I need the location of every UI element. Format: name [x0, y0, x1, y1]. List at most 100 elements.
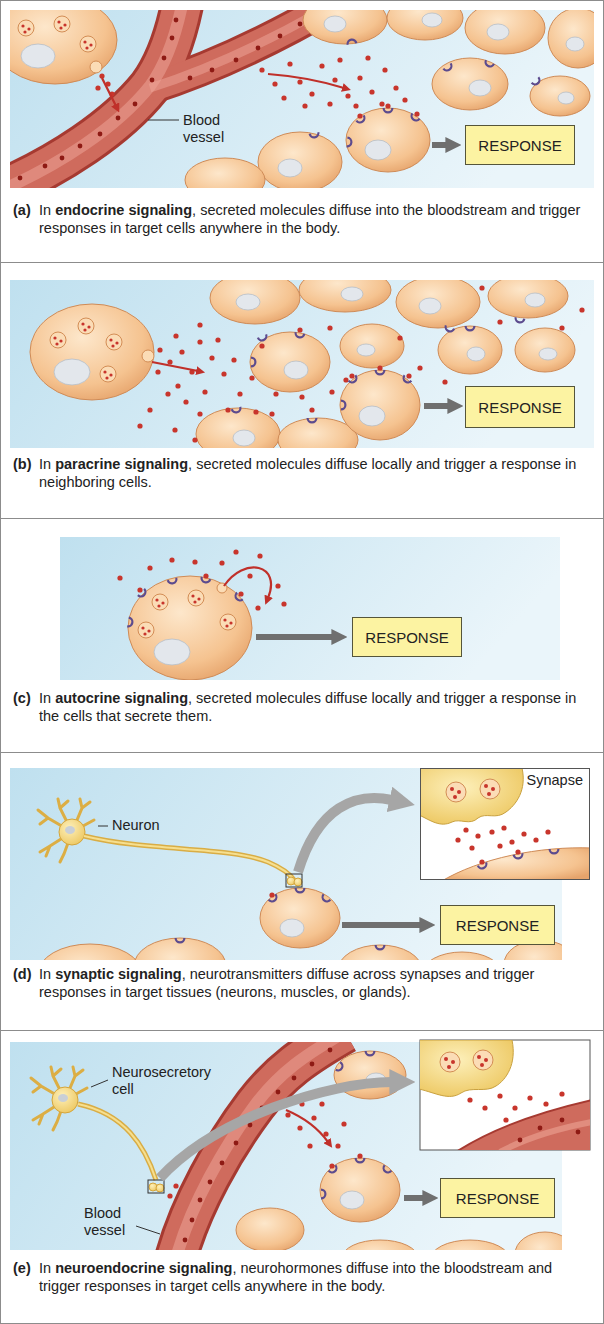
- secreting-cell: [229, 621, 232, 624]
- neurosecretory-cell: [78, 1104, 156, 1180]
- receptors: [380, 1164, 392, 1175]
- hormone-dots: [60, 156, 65, 161]
- secreting-cell: [138, 622, 154, 638]
- hormone-dots: [234, 58, 239, 63]
- neurosecretory-cell: [78, 1104, 156, 1180]
- synapse-inset: [479, 859, 484, 864]
- signal-dots: [343, 377, 348, 382]
- signal-dots: [215, 337, 220, 342]
- panel-letter: (d): [13, 965, 39, 1001]
- panel-letter: (c): [13, 689, 39, 725]
- response-label: RESPONSE: [365, 629, 448, 646]
- signal-dots: [167, 359, 172, 364]
- target-cells: [260, 888, 340, 948]
- synapse-inset: [491, 787, 495, 791]
- receptors: [335, 1061, 345, 1073]
- hormone-dots: [78, 144, 83, 149]
- receptors: [442, 63, 454, 74]
- secreting-cell: [21, 44, 55, 68]
- hormone-dots: [278, 34, 283, 39]
- release-inset: [444, 1057, 448, 1061]
- target-cells: [396, 280, 480, 328]
- leader-line: [136, 1226, 160, 1234]
- secreting-cell: [87, 325, 90, 328]
- receptors: [251, 357, 257, 368]
- response-box: RESPONSE: [465, 386, 575, 428]
- secreting-cell: [103, 370, 106, 373]
- signal-dots: [273, 391, 278, 396]
- signal-dots: [299, 394, 304, 399]
- signal-dots: [169, 557, 174, 562]
- release-inset: [419, 1040, 592, 1152]
- response-label: RESPONSE: [456, 917, 539, 934]
- target-cells: [236, 1208, 304, 1250]
- secreting-cell: [55, 342, 58, 345]
- receptors: [385, 103, 390, 108]
- target-cells: [548, 10, 594, 68]
- signal-dots: [281, 601, 286, 606]
- signal-dots: [309, 407, 314, 412]
- panel-letter: (a): [13, 201, 39, 237]
- target-cells: [488, 280, 568, 318]
- synapse-inset: [475, 833, 480, 838]
- target-cells: [250, 332, 330, 392]
- secreting-cell: [10, 10, 117, 97]
- signal-dots: [417, 365, 422, 370]
- secreting-cell: [59, 26, 62, 29]
- signal-dots: [137, 285, 584, 442]
- hormone-dots: [18, 176, 23, 181]
- signal-dots: [479, 285, 484, 290]
- figure-panel: (d)In synaptic signaling, neurotransmitt…: [0, 752, 604, 1031]
- receptors: [238, 591, 243, 596]
- synapse-inset: [497, 843, 502, 848]
- hormone-dots: [210, 68, 215, 73]
- hormone-dots: [353, 103, 358, 108]
- signaling-term: paracrine signaling: [55, 456, 188, 472]
- synapse-inset: [457, 790, 461, 794]
- receptors: [137, 587, 142, 592]
- target-cells: [525, 293, 545, 307]
- secreting-cell: [30, 304, 154, 400]
- secreting-cell: [21, 24, 24, 27]
- signal-dots: [197, 322, 202, 327]
- neuron: [286, 874, 302, 887]
- response-arrow: [342, 922, 421, 928]
- target-cells: [539, 348, 557, 360]
- panel-caption: (e)In neuroendocrine signaling, neurohor…: [13, 1259, 591, 1295]
- receptors: [167, 578, 179, 586]
- response-box: RESPONSE: [440, 1178, 555, 1218]
- receptors: [257, 334, 269, 343]
- panel-caption: (d)In synaptic signaling, neurotransmitt…: [13, 965, 591, 1001]
- signal-dots: [157, 347, 162, 352]
- secreting-cell: [54, 16, 70, 32]
- target-cells: [469, 80, 491, 96]
- target-cells: [185, 10, 594, 188]
- secreting-cell: [157, 604, 160, 607]
- target-cells: [487, 24, 509, 40]
- target-cells: [38, 888, 562, 960]
- receptors: [307, 418, 318, 424]
- neurohormone-dots: [307, 1143, 312, 1148]
- diffusion-arrow: [268, 74, 344, 88]
- part-label: Neuron: [112, 817, 192, 834]
- hormone-dots: [272, 81, 277, 86]
- secreting-cell: [54, 359, 90, 385]
- neurohormone-dots: [167, 1193, 172, 1198]
- target-cells: [185, 158, 265, 188]
- neurohormone-dots: [220, 1161, 225, 1166]
- target-cells: [359, 406, 385, 426]
- release-inset: [420, 1040, 590, 1150]
- signaling-term: neuroendocrine signaling: [55, 1260, 232, 1276]
- receptors: [269, 892, 274, 897]
- caption-text: In paracrine signaling, secreted molecul…: [39, 455, 591, 491]
- synapse-inset: [453, 795, 457, 799]
- secreting-cell: [105, 376, 108, 379]
- signal-dots: [247, 573, 252, 578]
- hormone-dots: [43, 164, 48, 169]
- neurohormone-dots: [173, 1183, 178, 1188]
- autocrine-scene: [60, 537, 560, 680]
- synapse-inset: [419, 768, 592, 882]
- signal-dots: [137, 423, 142, 428]
- synapse-inset: [420, 768, 523, 824]
- target-cells: [233, 430, 255, 446]
